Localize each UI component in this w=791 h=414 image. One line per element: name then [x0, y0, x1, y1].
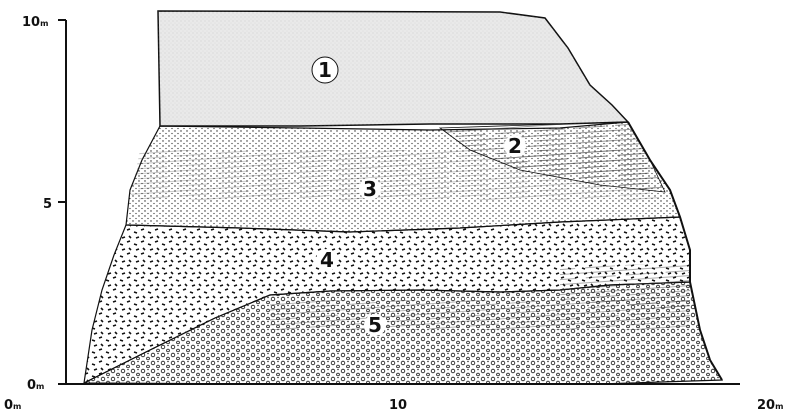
- x-tick-label-mid: 10: [389, 398, 407, 413]
- svg-text:3: 3: [363, 177, 377, 201]
- y-axis: [58, 20, 66, 384]
- y-tick-label-top: 10m: [22, 15, 48, 30]
- svg-text:4: 4: [320, 248, 334, 272]
- svg-text:2: 2: [508, 134, 522, 158]
- y-tick-label-mid: 5: [43, 197, 52, 212]
- x-tick-label-right: 20m: [757, 398, 783, 413]
- x-tick-label-left: 0m: [4, 398, 21, 413]
- layer-label-1: 1: [312, 57, 338, 83]
- layer-1-texture: [158, 11, 628, 126]
- svg-text:1: 1: [318, 58, 332, 82]
- svg-text:5: 5: [368, 313, 382, 337]
- y-tick-label-bottom: 0m: [27, 378, 44, 393]
